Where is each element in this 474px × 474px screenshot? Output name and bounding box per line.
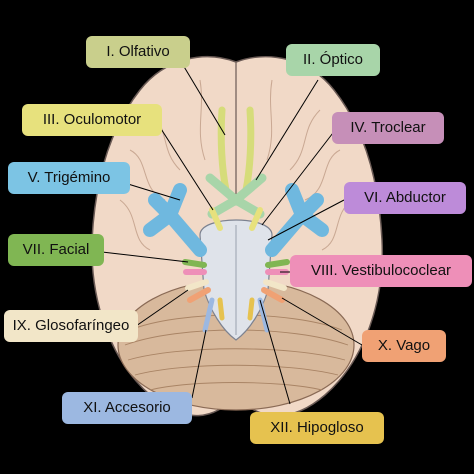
label-vestibulocochlear: VIII. Vestibulococlear bbox=[290, 255, 472, 287]
label-facial: VII. Facial bbox=[8, 234, 104, 266]
glossopharyngeal-left bbox=[185, 279, 209, 291]
trigeminal-nerve-left bbox=[143, 183, 207, 257]
label-vagus: X. Vago bbox=[362, 330, 446, 362]
glossopharyngeal-right bbox=[263, 279, 287, 291]
label-glossopharyngeal: IX. Glosofaríngeo bbox=[4, 310, 138, 342]
vagus-left bbox=[187, 287, 211, 303]
leader-lines bbox=[101, 59, 363, 405]
facial-nerve-right bbox=[265, 259, 290, 268]
label-abducens: VI. Abductor bbox=[344, 182, 466, 214]
hypoglossal-left bbox=[217, 297, 225, 321]
label-optic: II. Óptico bbox=[286, 44, 380, 76]
oculomotor-nerve-left bbox=[209, 207, 223, 231]
hypoglossal-right bbox=[247, 297, 255, 321]
accessory-left bbox=[202, 297, 215, 333]
trigeminal-nerve-right bbox=[265, 183, 329, 257]
oculomotor-nerve-right bbox=[249, 207, 263, 231]
vagus-right bbox=[261, 287, 285, 303]
olfactory-tract-right bbox=[242, 106, 255, 194]
label-oculomotor: III. Oculomotor bbox=[22, 104, 162, 136]
facial-nerve-left bbox=[182, 259, 207, 268]
label-trigeminal: V. Trigémino bbox=[8, 162, 130, 194]
label-trochlear: IV. Troclear bbox=[332, 112, 444, 144]
label-hypoglossal: XII. Hipogloso bbox=[250, 412, 384, 444]
olfactory-tract-left bbox=[217, 106, 230, 194]
label-accessory: XI. Accesorio bbox=[62, 392, 192, 424]
label-olfactory: I. Olfativo bbox=[86, 36, 190, 68]
